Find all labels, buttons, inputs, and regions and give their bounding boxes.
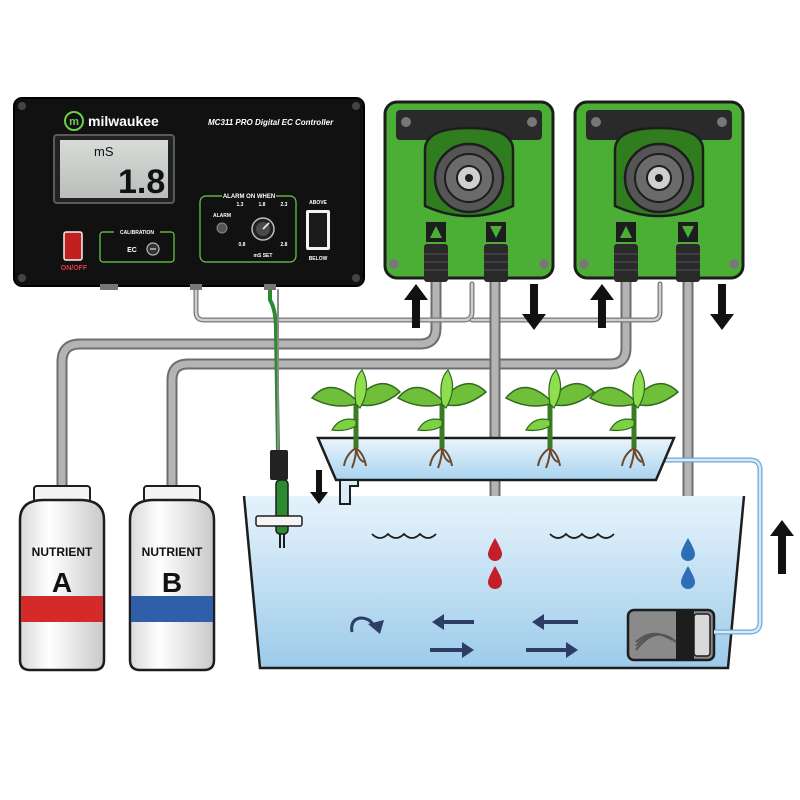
bottle-nutrient-a: NUTRIENT A bbox=[18, 485, 106, 672]
bottle-b-title: NUTRIENT bbox=[142, 545, 203, 559]
lcd-display bbox=[60, 140, 168, 198]
bottle-b-letter: B bbox=[162, 567, 182, 598]
circulation-arrows bbox=[430, 614, 578, 658]
alarm-led-label: ALARM bbox=[213, 213, 231, 219]
band-nutrient-a bbox=[21, 596, 103, 622]
alarm-title: ALARM ON WHEN bbox=[223, 194, 275, 200]
arrow-down-pump-b-out bbox=[710, 284, 734, 330]
plant-3 bbox=[504, 369, 596, 469]
lcd-value: 1.8 bbox=[118, 163, 165, 201]
plant-1 bbox=[310, 369, 402, 469]
plants bbox=[310, 369, 680, 469]
switch-above-label: ABOVE bbox=[309, 200, 327, 206]
model-name: MC311 PRO Digital EC Controller bbox=[208, 118, 334, 127]
growing-tray bbox=[310, 436, 676, 505]
power-label: ON/OFF bbox=[61, 265, 88, 272]
dial-tick-4: 0.8 bbox=[239, 242, 246, 248]
dial-tick-2: 1.8 bbox=[259, 202, 266, 208]
dial-tick-1: 1.3 bbox=[237, 202, 244, 208]
brand-logo-icon bbox=[64, 111, 84, 131]
drop-blue-2 bbox=[681, 566, 695, 589]
arrow-up-pump-a-in bbox=[404, 284, 428, 328]
arrow-down-drain bbox=[310, 470, 328, 504]
probe-cable bbox=[268, 286, 280, 454]
plant-4 bbox=[588, 369, 680, 469]
alarm-led-icon bbox=[216, 222, 228, 234]
drop-blue-1 bbox=[681, 538, 695, 561]
plant-2 bbox=[396, 369, 488, 469]
submersible-pump bbox=[626, 608, 716, 662]
calibration-ec-label: EC bbox=[127, 247, 137, 254]
drop-red-2 bbox=[488, 566, 502, 589]
setpoint-label: mS SET bbox=[254, 253, 273, 259]
dosing-pump-b bbox=[573, 100, 745, 282]
arrow-up-pump-b-in bbox=[590, 284, 614, 328]
reservoir bbox=[242, 495, 746, 670]
flow-arrows-pumps bbox=[404, 284, 734, 330]
dosing-pump-a bbox=[383, 100, 555, 282]
bottle-a-title: NUTRIENT bbox=[32, 545, 93, 559]
band-nutrient-b bbox=[131, 596, 213, 622]
drop-red-1 bbox=[488, 538, 502, 561]
ec-probe bbox=[255, 450, 303, 548]
ec-controller: m milwaukee MC311 PRO Digital EC Control… bbox=[13, 97, 365, 290]
bottle-nutrient-b: NUTRIENT B bbox=[128, 485, 216, 672]
arrow-up-return bbox=[770, 520, 794, 574]
dial-tick-3: 2.3 bbox=[281, 202, 288, 208]
lcd-unit: mS bbox=[94, 144, 114, 159]
tubing bbox=[56, 276, 694, 524]
brand-name: milwaukee bbox=[88, 113, 159, 129]
power-switch[interactable] bbox=[63, 231, 83, 261]
bottle-a-letter: A bbox=[52, 567, 72, 598]
switch-below-label: BELOW bbox=[309, 256, 328, 262]
brand-logo-letter: m bbox=[69, 116, 79, 128]
arrow-down-pump-a-out bbox=[522, 284, 546, 330]
dial-tick-5: 2.8 bbox=[281, 242, 288, 248]
calibration-label: CALIBRATION bbox=[120, 230, 154, 236]
